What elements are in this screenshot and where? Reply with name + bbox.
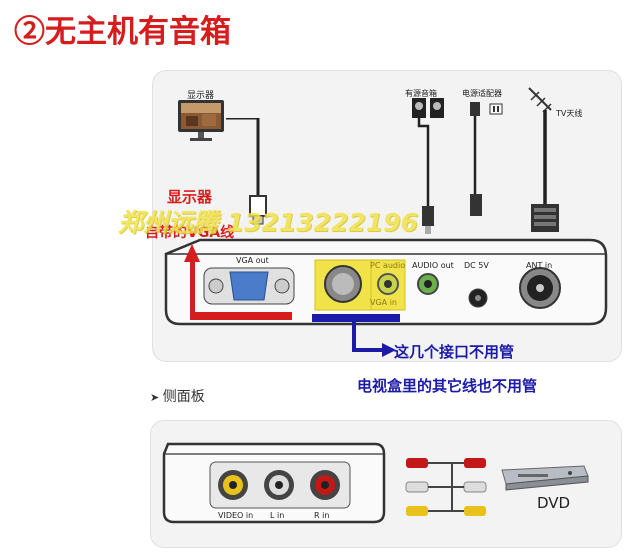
speaker-icon bbox=[412, 98, 444, 234]
port-label-r-in: R in bbox=[314, 511, 330, 520]
dvd-label: DVD bbox=[537, 494, 571, 512]
watermark-text: 郑州远腾 13213222196 bbox=[118, 208, 419, 237]
unused-ports-arrow bbox=[312, 314, 400, 357]
red-label-vga-cable: 自带的VGA线 bbox=[145, 225, 235, 241]
side-panel-heading: ➤ 侧面板 bbox=[150, 386, 205, 406]
speaker-label: 有源音箱 bbox=[405, 89, 437, 98]
port-label-l-in: L in bbox=[270, 511, 285, 520]
port-label-pc-audio: PC audio bbox=[370, 261, 406, 270]
chevron-right-icon: ➤ bbox=[150, 391, 163, 404]
power-adapter-icon bbox=[470, 102, 503, 216]
port-label-ant-in: ANT in bbox=[526, 261, 553, 270]
antenna-icon bbox=[528, 87, 559, 232]
tv-box-back-panel bbox=[164, 238, 608, 326]
tv-box-side-panel bbox=[162, 442, 386, 524]
red-label-monitor: 显示器 bbox=[167, 188, 213, 206]
rca-cables-icon bbox=[405, 458, 487, 516]
vga-connection-arrow bbox=[184, 244, 292, 320]
port-label-audio-out: AUDIO out bbox=[412, 261, 454, 270]
port-label-dc: DC 5V bbox=[464, 261, 489, 270]
port-label-video-in: VIDEO in bbox=[218, 511, 254, 520]
antenna-label: TV天线 bbox=[556, 109, 583, 118]
monitor-icon bbox=[178, 100, 224, 141]
note-unused-ports: 这几个接口不用管 bbox=[394, 343, 515, 361]
side-panel-label: 侧面板 bbox=[162, 389, 205, 405]
monitor-label: 显示器 bbox=[187, 91, 215, 101]
monitor-cable bbox=[226, 118, 267, 225]
port-label-vga-out: VGA out bbox=[236, 256, 269, 265]
note-other-cables: 电视盒里的其它线也不用管 bbox=[357, 377, 538, 395]
port-label-vga-in: VGA in bbox=[370, 298, 397, 307]
adapter-label: 电源适配器 bbox=[462, 89, 502, 98]
dvd-player-icon bbox=[501, 465, 589, 491]
page-title: ②无主机有音箱 bbox=[14, 14, 231, 50]
